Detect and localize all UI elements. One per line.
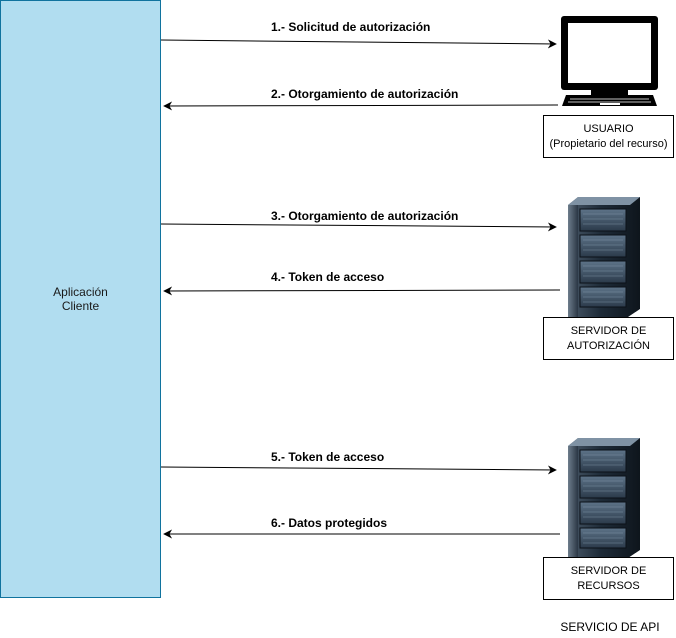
- arrow-4-line: [163, 286, 561, 296]
- arrow-2-label: 2.- Otorgamiento de autorización: [271, 87, 459, 101]
- server-rack-icon: [568, 438, 640, 558]
- arrow-5-label: 5.- Token de acceso: [271, 450, 385, 464]
- arrow-6-label: 6.- Datos protegidos: [271, 516, 388, 530]
- computer-monitor-icon: [561, 16, 658, 106]
- arrow-5-line: [160, 465, 557, 475]
- arrow-4-label: 4.- Token de acceso: [271, 270, 385, 284]
- arrow-1-label: 1.- Solicitud de autorización: [271, 20, 431, 34]
- arrow-1-line: [160, 39, 557, 49]
- auth-server-label-box: SERVIDOR DE AUTORIZACIÓN: [543, 317, 674, 360]
- server-rack-icon: [568, 197, 640, 317]
- resource-server-label: SERVIDOR DE RECURSOS: [570, 564, 647, 592]
- resource-server-label-box: SERVIDOR DE RECURSOS: [543, 557, 674, 600]
- client-application-label: Aplicación Cliente: [53, 285, 108, 313]
- usuario-label: USUARIO (Propietario del recurso): [549, 122, 668, 150]
- api-service-label: SERVICIO DE API: [560, 620, 660, 634]
- usuario-label-box: USUARIO (Propietario del recurso): [543, 115, 674, 158]
- arrow-3-label: 3.- Otorgamiento de autorización: [271, 209, 459, 223]
- arrow-2-line: [163, 101, 559, 111]
- client-application-box: Aplicación Cliente: [0, 0, 161, 598]
- auth-server-label: SERVIDOR DE AUTORIZACIÓN: [567, 324, 650, 352]
- arrow-3-line: [160, 222, 557, 232]
